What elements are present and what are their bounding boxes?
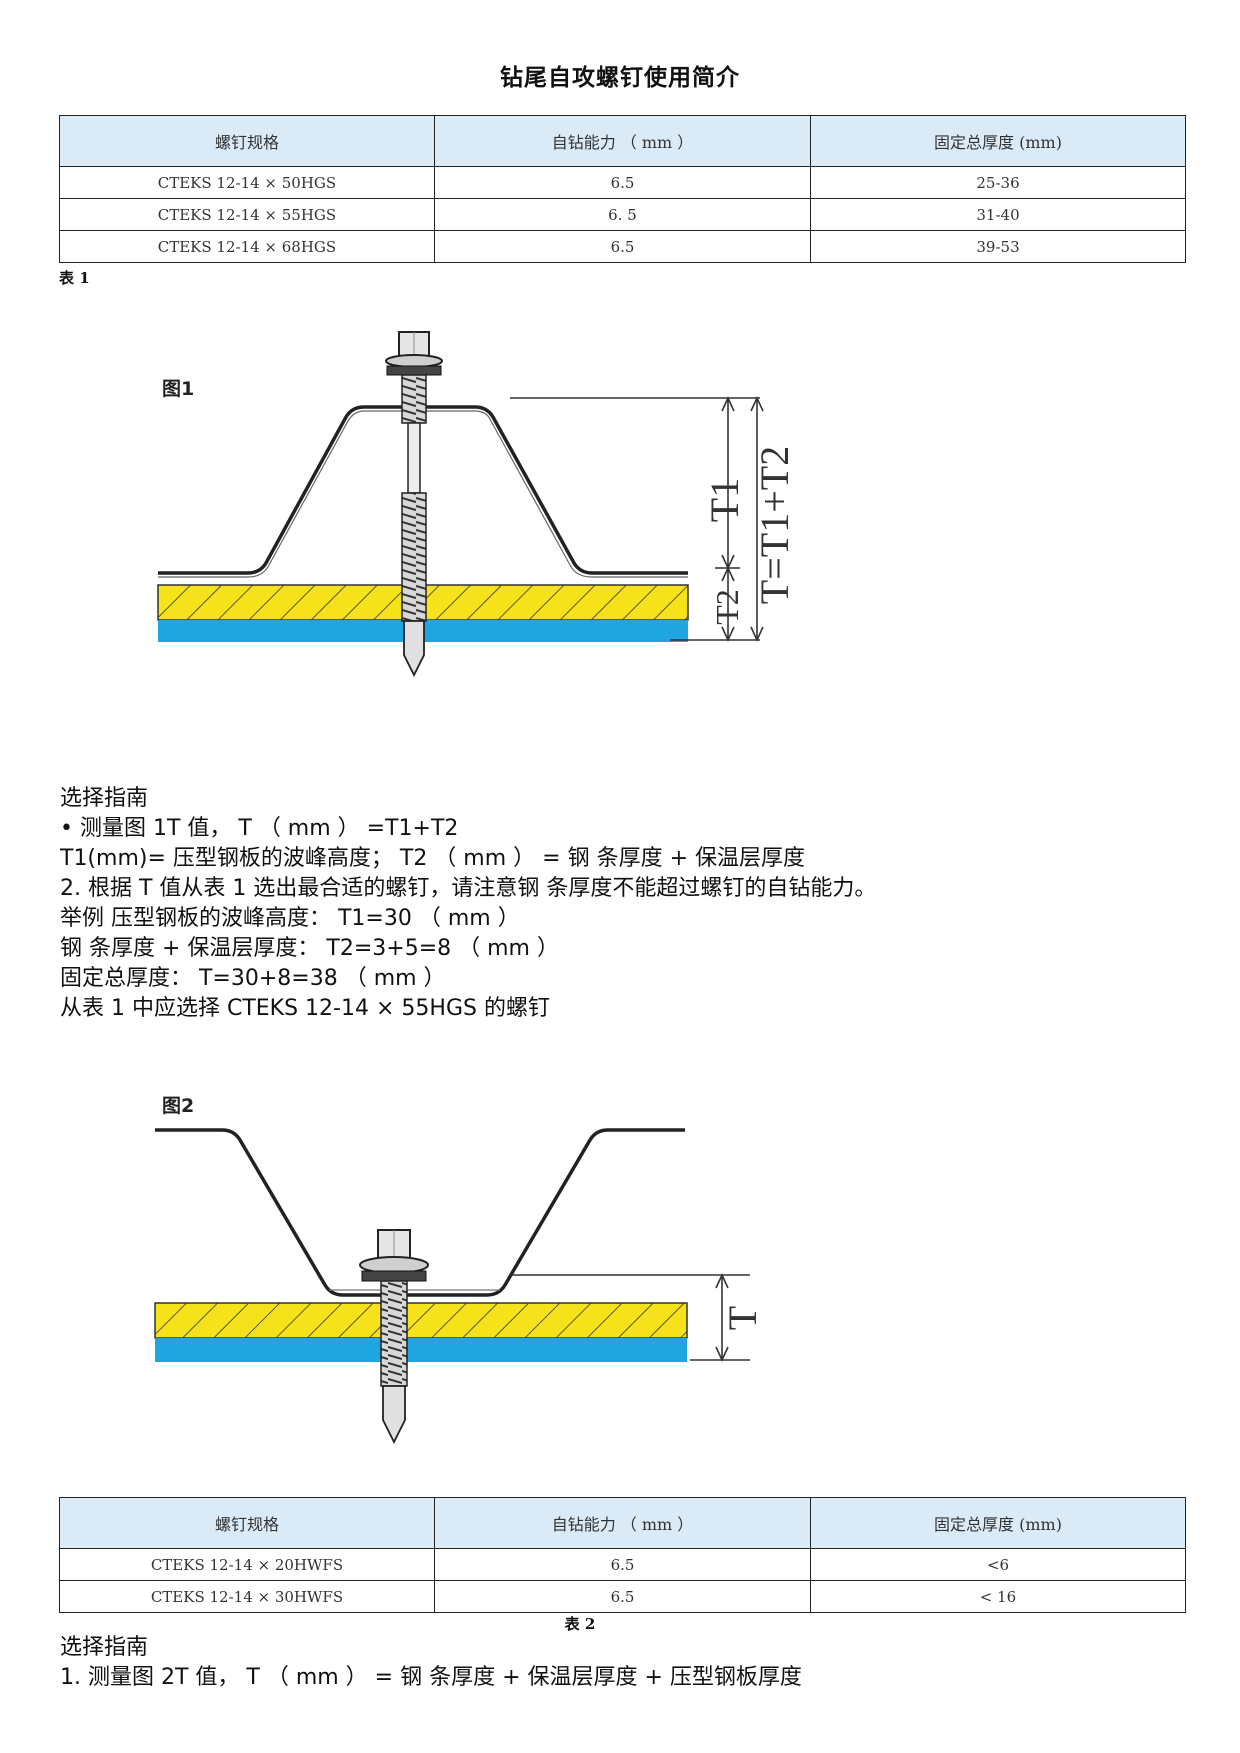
cell-total-thickness: 31-40 <box>810 198 1186 231</box>
cell-spec: CTEKS 12-14 × 55HGS <box>59 198 435 231</box>
column-header-total-thickness: 固定总厚度 (mm) <box>810 1497 1186 1549</box>
column-header-total-thickness: 固定总厚度 (mm) <box>810 115 1186 167</box>
cell-total-thickness: <6 <box>810 1548 1186 1581</box>
cell-drill-capacity: 6.5 <box>433 230 812 263</box>
figure-2-diagram: 图2 T <box>154 1095 765 1445</box>
figure-2-label: 图2 <box>162 1095 194 1117</box>
guide-heading: 选择指南 <box>60 1635 149 1660</box>
page-title: 钻尾自攻螺钉使用简介 <box>500 65 740 91</box>
cell-spec: CTEKS 12-14 × 68HGS <box>59 230 435 263</box>
screw-spec-table-2: 螺钉规格 自钻能力 （ mm ） 固定总厚度 (mm) CTEKS 12-14 … <box>59 1497 1186 1613</box>
column-header-drill-capacity: 自钻能力 （ mm ） <box>433 1497 812 1549</box>
figure-1-diagram: 图1 T1 T2 T=T1+T2 <box>157 331 797 678</box>
roof-sheet-profile <box>155 1128 685 1297</box>
selection-guide-1: 选择指南 • 测量图 1T 值， T （ mm ） =T1+T2 T1(mm)=… <box>60 784 876 1024</box>
cell-drill-capacity: 6.5 <box>433 166 812 199</box>
guide-line: 2. 根据 T 值从表 1 选出最合适的螺钉，请注意钢 条厚度不能超过螺钉的自钻… <box>60 876 877 901</box>
figure-1-label: 图1 <box>162 378 194 400</box>
column-header-spec: 螺钉规格 <box>59 1497 435 1549</box>
guide-line: 1. 测量图 2T 值， T （ mm ） = 钢 条厚度 + 保温层厚度 + … <box>60 1665 802 1690</box>
table-row: CTEKS 12-14 × 20HWFS 6.5 <6 <box>59 1548 1186 1581</box>
cell-total-thickness: < 16 <box>810 1580 1186 1613</box>
cell-spec: CTEKS 12-14 × 20HWFS <box>59 1548 435 1581</box>
self-drilling-screw <box>385 331 443 678</box>
column-header-drill-capacity: 自钻能力 （ mm ） <box>433 115 812 167</box>
guide-line: 举例 压型钢板的波峰高度： T1=30 （ mm ） <box>60 906 520 931</box>
cell-total-thickness: 25-36 <box>810 166 1186 199</box>
cell-drill-capacity: 6. 5 <box>433 198 812 231</box>
dimension-t1-label: T1 <box>702 478 747 522</box>
cell-spec: CTEKS 12-14 × 30HWFS <box>59 1580 435 1613</box>
table-caption-2: 表 2 <box>564 1615 596 1633</box>
guide-line: 钢 条厚度 + 保温层厚度： T2=3+5=8 （ mm ） <box>60 936 559 961</box>
cell-drill-capacity: 6.5 <box>433 1548 812 1581</box>
guide-line: • 测量图 1T 值， T （ mm ） =T1+T2 <box>60 816 459 841</box>
guide-line: T1(mm)= 压型钢板的波峰高度； T2 （ mm ） = 钢 条厚度 + 保… <box>60 846 805 871</box>
dimension-t-label: T <box>720 1306 765 1330</box>
guide-heading: 选择指南 <box>60 786 149 811</box>
dimension-total-label: T=T1+T2 <box>752 446 797 604</box>
dimension-lines <box>510 1273 750 1362</box>
dimension-t2-label: T2 <box>709 589 745 625</box>
selection-guide-2: 选择指南 1. 测量图 2T 值， T （ mm ） = 钢 条厚度 + 保温层… <box>60 1633 802 1693</box>
table-caption-1: 表 1 <box>59 269 90 287</box>
cell-total-thickness: 39-53 <box>810 230 1186 263</box>
guide-line: 固定总厚度： T=30+8=38 （ mm ） <box>60 966 446 991</box>
cell-drill-capacity: 6.5 <box>433 1580 812 1613</box>
table-row: CTEKS 12-14 × 50HGS 6.5 25-36 <box>59 166 1186 199</box>
table-row: CTEKS 12-14 × 55HGS 6. 5 31-40 <box>59 198 1186 231</box>
guide-line: 从表 1 中应选择 CTEKS 12-14 × 55HGS 的螺钉 <box>60 996 550 1021</box>
screw-spec-table-1: 螺钉规格 自钻能力 （ mm ） 固定总厚度 (mm) CTEKS 12-14 … <box>59 115 1186 263</box>
cell-spec: CTEKS 12-14 × 50HGS <box>59 166 435 199</box>
insulation-layer <box>154 1302 688 1339</box>
table-header-row: 螺钉规格 自钻能力 （ mm ） 固定总厚度 (mm) <box>59 115 1186 167</box>
table-row: CTEKS 12-14 × 68HGS 6.5 39-53 <box>59 230 1186 263</box>
steel-layer <box>155 1338 687 1362</box>
table-header-row: 螺钉规格 自钻能力 （ mm ） 固定总厚度 (mm) <box>59 1497 1186 1549</box>
self-drilling-screw <box>359 1229 429 1445</box>
dimension-lines <box>510 396 764 642</box>
column-header-spec: 螺钉规格 <box>59 115 435 167</box>
table-row: CTEKS 12-14 × 30HWFS 6.5 < 16 <box>59 1580 1186 1613</box>
